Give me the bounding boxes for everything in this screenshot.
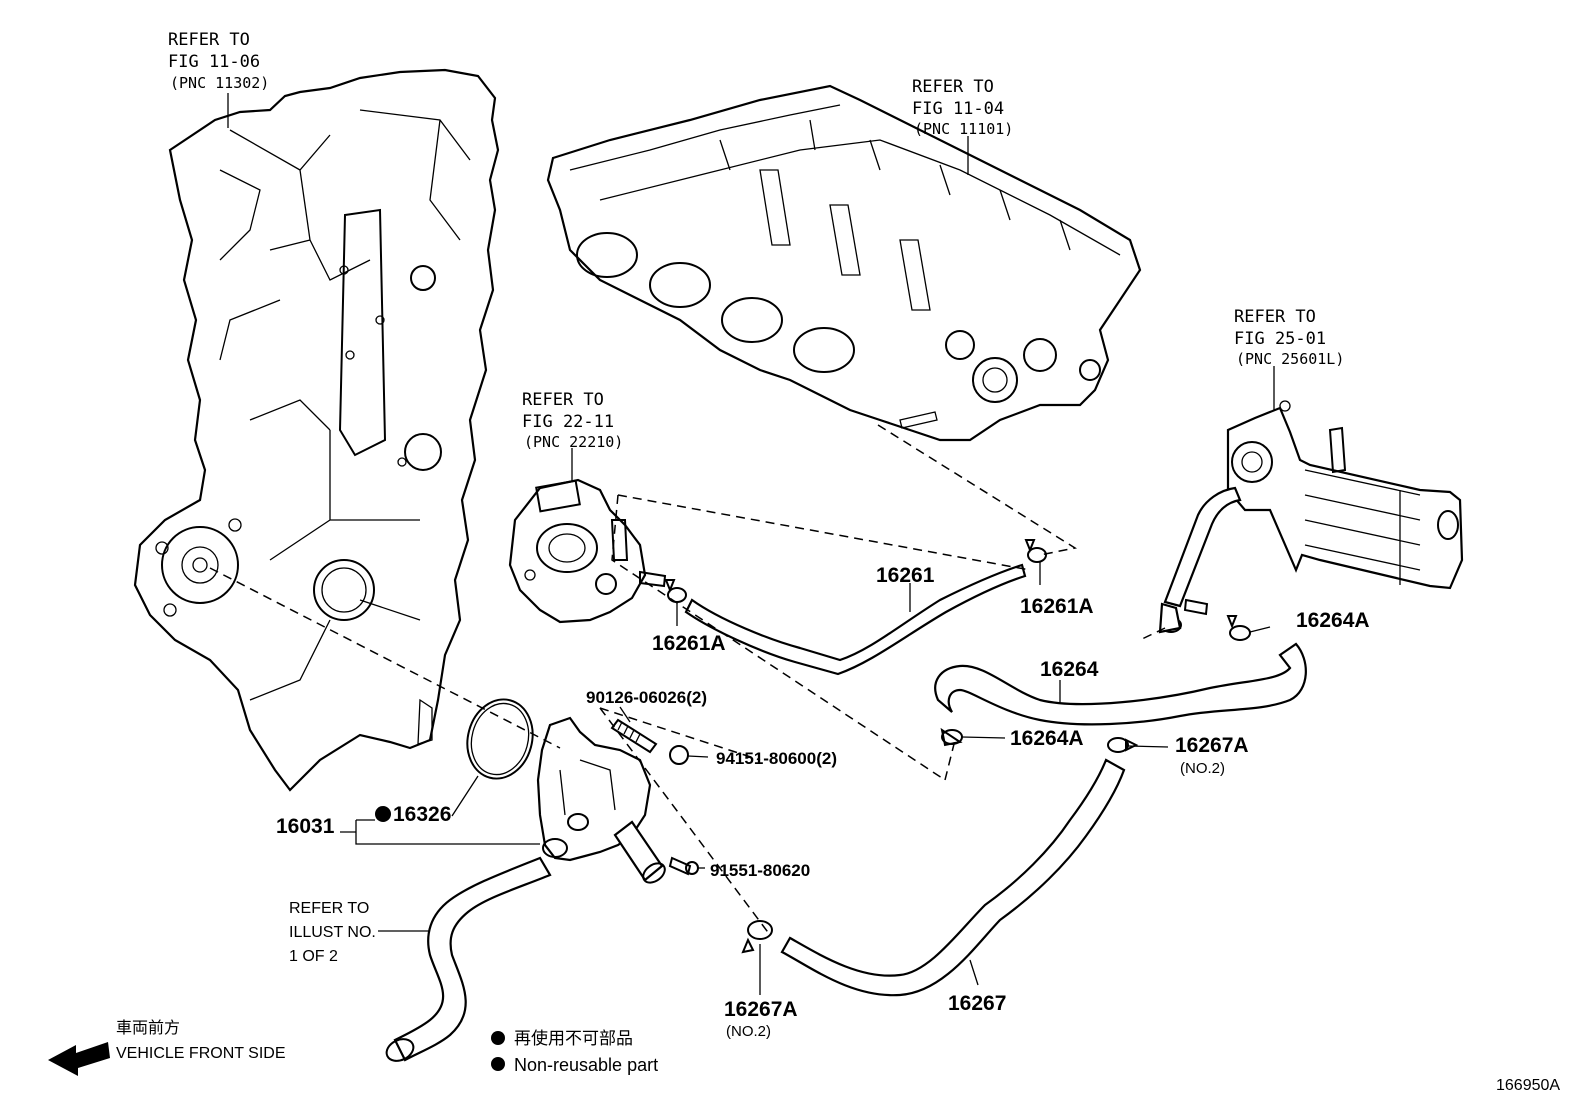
nonreuse-jp: 再使用不可部品 xyxy=(514,1028,633,1048)
part-16267a-bottom-sub: (NO.2) xyxy=(726,1023,771,1040)
part-16264: 16264 xyxy=(1040,658,1099,681)
clamp-16264a-bottom xyxy=(940,727,963,747)
clamp-16261a-left xyxy=(664,579,687,603)
part-16326: 16326 xyxy=(393,803,451,826)
part-16261a-right: 16261A xyxy=(1020,595,1094,618)
nut xyxy=(669,745,689,765)
ref-head-line3: (PNC 11101) xyxy=(914,120,1013,138)
direction-jp: 車両前方 xyxy=(116,1019,180,1037)
ref-illust-line2: ILLUST NO. xyxy=(289,924,376,941)
clamp-16264a-top xyxy=(1226,615,1251,641)
hose-16261 xyxy=(684,563,1027,676)
ref-throttle-line2: FIG 22-11 xyxy=(522,412,614,432)
ref-illust-line3: 1 OF 2 xyxy=(289,948,338,965)
part-16267a-right: 16267A xyxy=(1175,734,1249,757)
part-16267a-right-sub: (NO.2) xyxy=(1180,760,1225,777)
ref-head-line1: REFER TO xyxy=(912,77,994,97)
illustration-id: 166950A xyxy=(1496,1077,1560,1094)
ref-timing-line1: REFER TO xyxy=(168,30,250,50)
leader-lines xyxy=(227,93,1275,995)
front-arrow-icon xyxy=(48,1042,110,1076)
ref-timing-line3: (PNC 11302) xyxy=(170,74,269,92)
ref-egr-line2: FIG 25-01 xyxy=(1234,329,1326,349)
ref-timing-line2: FIG 11-06 xyxy=(168,52,260,72)
nonreuse-en: Non-reusable part xyxy=(514,1055,658,1075)
ref-illust-line1: REFER TO xyxy=(289,900,369,917)
bolt xyxy=(668,856,699,876)
throttle-body-illustration xyxy=(508,478,667,624)
gasket-ring xyxy=(466,698,534,780)
stud-bolt xyxy=(610,718,658,754)
clamp-16267a-right xyxy=(1107,737,1139,753)
ref-egr-line3: (PNC 25601L) xyxy=(1236,350,1344,368)
hose-to-illust xyxy=(393,856,552,1062)
ref-throttle-line3: (PNC 22210) xyxy=(524,433,623,451)
direction-en: VEHICLE FRONT SIDE xyxy=(116,1045,286,1062)
clamp-16261a-right xyxy=(1024,539,1047,563)
ref-head-line2: FIG 11-04 xyxy=(912,99,1004,119)
part-16264a-bottom: 16264A xyxy=(1010,727,1084,750)
part-16267: 16267 xyxy=(948,992,1006,1015)
clamp-16267a-bottom xyxy=(741,920,773,954)
part-16267a-bottom: 16267A xyxy=(724,998,798,1021)
ref-throttle-line1: REFER TO xyxy=(522,390,604,410)
assembly-dashed-lines xyxy=(209,424,1166,936)
legend-dot-2 xyxy=(491,1057,505,1071)
water-inlet-housing-illustration xyxy=(536,716,666,884)
ref-egr-line1: REFER TO xyxy=(1234,307,1316,327)
timing-chain-cover-illustration xyxy=(133,68,500,792)
hose-16267 xyxy=(780,758,1126,997)
part-16264a-top: 16264A xyxy=(1296,609,1370,632)
legend-dot-1 xyxy=(491,1031,505,1045)
part-16261a-left: 16261A xyxy=(652,632,726,655)
hose-16264 xyxy=(934,642,1307,726)
part-90126: 90126-06026(2) xyxy=(586,688,707,707)
part-91551: 91551-80620 xyxy=(710,861,810,880)
part-94151: 94151-80600(2) xyxy=(716,749,837,768)
part-16031: 16031 xyxy=(276,815,335,838)
cylinder-head-illustration xyxy=(546,84,1142,442)
non-reusable-dot xyxy=(375,806,391,822)
part-16261: 16261 xyxy=(876,564,935,587)
egr-cooler-illustration xyxy=(1158,400,1464,634)
